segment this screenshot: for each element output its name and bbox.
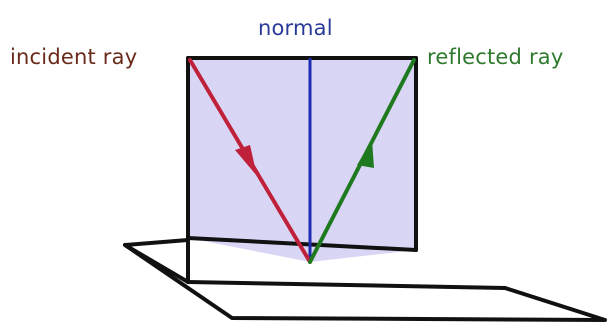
incident-ray-arrowhead	[235, 145, 257, 176]
reflecting-surface-outline	[123, 238, 607, 322]
normal-label: normal	[258, 16, 333, 40]
reflected-ray-label: reflected ray	[427, 45, 564, 69]
reflected-ray-arrowhead	[357, 140, 374, 168]
incident-ray-label: incident ray	[10, 45, 138, 69]
plane-of-incidence-outline	[186, 56, 418, 284]
reflecting-surface	[125, 240, 605, 320]
plane-of-incidence	[188, 58, 416, 262]
